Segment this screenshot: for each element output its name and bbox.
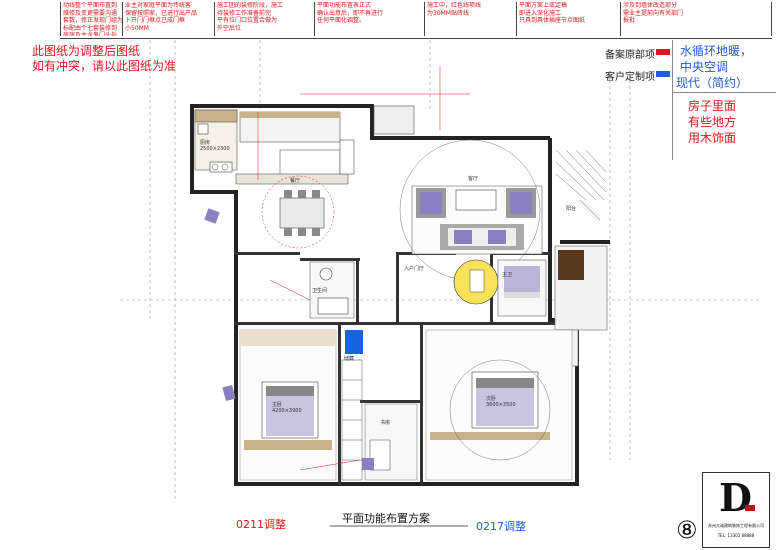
logo-accent bbox=[745, 505, 755, 511]
label-second-bed: 次卧 3600×3500 bbox=[486, 396, 516, 408]
header-strip bbox=[60, 0, 772, 39]
label-kitchen: 厨房 2500×2300 bbox=[200, 140, 230, 152]
revision-tag-left: 0211调整 bbox=[236, 518, 286, 531]
logo-letter: D bbox=[719, 475, 752, 520]
interior-walls bbox=[234, 252, 578, 485]
kitchen-island bbox=[235, 111, 355, 185]
small-bedroom bbox=[497, 259, 547, 317]
note-wood-2: 有些地方 bbox=[688, 115, 737, 129]
header-note-3: 施工团的装修阶段，施工 待装修工作准备前完 平有位门口位置合做为 外空后位 bbox=[214, 2, 314, 36]
revision-notice: 此图纸为调整后图纸 如有冲突，请以此图纸为准 bbox=[32, 44, 177, 73]
label-master-bed: 主卧 4200×3900 bbox=[272, 402, 302, 414]
right-notes-box bbox=[672, 40, 777, 160]
legend-filing-swatch bbox=[656, 49, 670, 55]
label-bath1: 卫生间 bbox=[312, 288, 328, 294]
legend-custom-swatch bbox=[656, 71, 670, 77]
study bbox=[364, 403, 418, 481]
legend-filing-label: 备案原部项 bbox=[605, 50, 655, 61]
revision-tag-right: 0217调整 bbox=[476, 520, 526, 533]
dining-table bbox=[261, 175, 335, 249]
outer-walls bbox=[190, 104, 610, 486]
company-logo: D 苏州大诚建筑装饰工程有限公司 TEL: 13302 88888 bbox=[702, 472, 770, 548]
closet bbox=[341, 359, 363, 481]
header-note-2: 业主对家庭平面为传统客 保留按照家，已进行出产品 卜开门门框点已成门框 小50M… bbox=[122, 2, 214, 36]
note-wood-3: 用木饰面 bbox=[688, 131, 737, 145]
header-note-1: 动线整个平面布置到 维修及变更需要沟通 套数，修正发现门组为 标配由个七套装修到… bbox=[60, 2, 122, 36]
entry bbox=[453, 259, 499, 305]
living-room bbox=[373, 105, 543, 281]
header-note-6: 平面方案上或定稿 即进入深化施工 只具到具体插座节点图纸 bbox=[516, 2, 620, 36]
blue-block bbox=[345, 330, 363, 354]
label-living: 客厅 bbox=[468, 176, 479, 182]
plan-title: 平面功能布置方案 bbox=[342, 512, 430, 525]
note-heating: 水循环地暖， bbox=[680, 44, 753, 58]
balcony-right bbox=[554, 245, 608, 367]
label-entry: 入户门厅 bbox=[404, 266, 425, 272]
header-note-5: 施工中，红色线项线 为30MM贴砖线 bbox=[424, 2, 516, 36]
logo-line-1: 苏州大诚建筑装饰工程有限公司 bbox=[708, 523, 764, 528]
label-balcony: 阳台 bbox=[566, 206, 577, 212]
header-note-4: 平面功能布置表正式 确认出意后，即不再进行 任何平面化调整。 bbox=[314, 2, 424, 36]
legend-custom-label: 客户定制项 bbox=[605, 72, 655, 83]
note-aircon: 中央空调 bbox=[680, 60, 729, 74]
right-notes-divider bbox=[672, 92, 776, 93]
note-style: 现代（简约） bbox=[676, 76, 749, 90]
header-note-7: 涉及到墙体改造部分 需业主提前向有关部门 报批 bbox=[620, 2, 772, 36]
label-dining: 餐厅 bbox=[290, 178, 301, 184]
label-storage: 储藏 bbox=[344, 356, 355, 362]
label-study: 书房 bbox=[380, 420, 391, 426]
note-wood-1: 房子里面 bbox=[688, 99, 737, 113]
label-bath2: 主卫 bbox=[502, 272, 513, 278]
hatched-wall bbox=[555, 149, 607, 201]
logo-line-2: TEL: 13302 88888 bbox=[717, 533, 755, 538]
page-number: ⑧ bbox=[676, 516, 698, 544]
